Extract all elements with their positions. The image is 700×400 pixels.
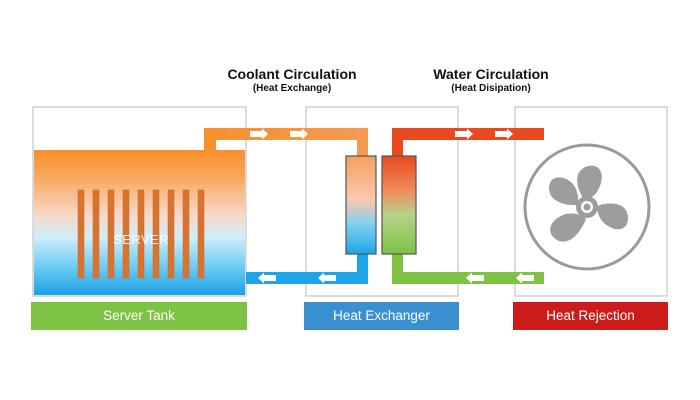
water-title: Water Circulation bbox=[433, 66, 549, 82]
heat-rejection-label: Heat Rejection bbox=[513, 302, 668, 330]
server-tank-label: Server Tank bbox=[31, 302, 247, 330]
heat-rejection-frame bbox=[514, 106, 668, 297]
water-subtitle: (Heat Disipation) bbox=[451, 83, 531, 94]
arrow-right-icon bbox=[250, 128, 513, 140]
server-label: SERVER bbox=[113, 232, 170, 247]
coolant-subtitle: (Heat Exchange) bbox=[252, 83, 332, 94]
heat-exchanger-label: Heat Exchanger bbox=[304, 302, 459, 330]
fan-icon bbox=[523, 143, 651, 271]
water-exchanger-core bbox=[381, 155, 417, 255]
coolant-heading: Coolant Circulation (Heat Exchange) bbox=[212, 66, 372, 95]
coolant-title: Coolant Circulation bbox=[227, 66, 357, 82]
coolant-exchanger-core bbox=[345, 155, 377, 255]
arrow-left-icon bbox=[258, 272, 534, 284]
coolant-cold-pipe bbox=[246, 252, 368, 284]
server-blades bbox=[77, 189, 205, 279]
coolant-hot-pipe bbox=[204, 128, 368, 156]
heat-exchanger-frame bbox=[305, 106, 459, 297]
water-heading: Water Circulation (Heat Disipation) bbox=[411, 66, 571, 95]
server-tank-frame bbox=[32, 106, 247, 297]
